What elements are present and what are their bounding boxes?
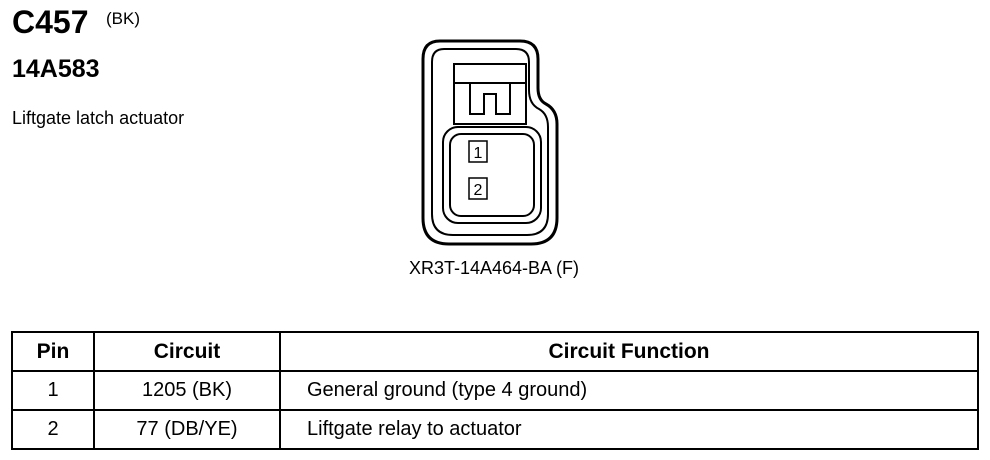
connector-color: (BK) [106,9,140,28]
header-circuit-function: Circuit Function [279,331,979,372]
connector-part-number: XR3T-14A464-BA (F) [408,258,580,278]
pin-1-box [468,140,488,163]
connector-latch [453,63,527,125]
connector-cavity-block-inner [449,133,535,217]
connector-outer-housing [421,39,559,246]
header-circuit: Circuit [93,331,281,372]
cell-pin: 1 [11,370,95,411]
header-pin: Pin [11,331,95,372]
table-header-row: Pin Circuit Circuit Function [11,331,979,372]
connector-id: C457 [12,4,89,40]
connector-latch-tab [469,83,511,115]
table-row: 2 77 (DB/YE) Liftgate relay to actuator [11,409,979,450]
pin-1-label: 1 [474,145,483,162]
cell-function: Liftgate relay to actuator [279,409,979,450]
cell-circuit: 1205 (BK) [93,370,281,411]
cell-function: General ground (type 4 ground) [279,370,979,411]
connector-face-diagram: 1 2 [421,39,559,246]
cell-circuit: 77 (DB/YE) [93,409,281,450]
pin-2-label: 2 [474,182,483,199]
connector-inner-housing [431,48,549,236]
table-row: 1 1205 (BK) General ground (type 4 groun… [11,370,979,411]
part-number: 14A583 [12,55,100,83]
cell-pin: 2 [11,409,95,450]
pin-2-box [468,177,488,200]
pinout-table: Pin Circuit Circuit Function 1 1205 (BK)… [11,331,979,450]
connector-cavity-block [442,126,542,224]
component-description: Liftgate latch actuator [12,108,185,128]
